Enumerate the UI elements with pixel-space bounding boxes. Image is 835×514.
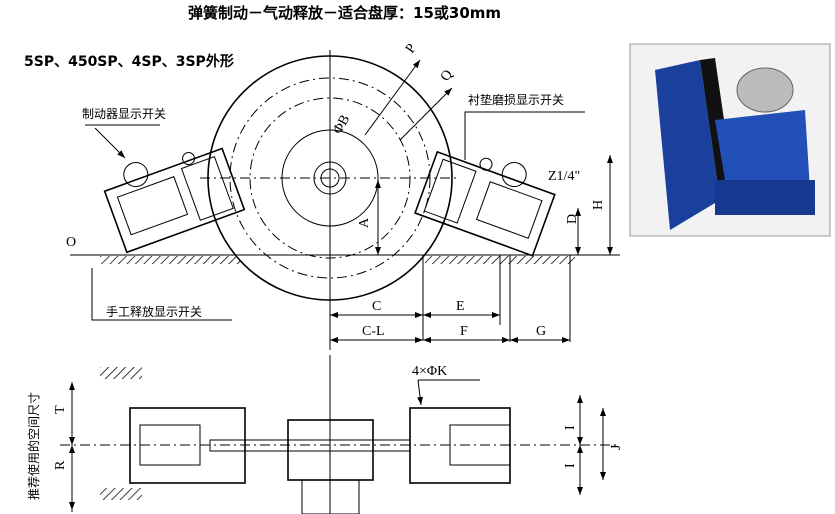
ground-line: [70, 254, 620, 264]
horizontal-dimensions: [330, 255, 571, 343]
dim-R: R: [53, 460, 68, 470]
dim-O: O: [66, 235, 76, 250]
product-photo: [629, 43, 831, 237]
subtitle: 5SP、450SP、4SP、3SP外形: [24, 53, 234, 70]
dim-T: T: [53, 405, 68, 414]
dim-H: H: [591, 200, 606, 210]
dim-phiB: ΦB: [330, 113, 353, 137]
right-caliper: [414, 150, 556, 257]
dim-E: E: [456, 299, 465, 314]
dim-Q: Q: [438, 67, 456, 84]
dim-F: F: [460, 324, 468, 339]
dim-G: G: [536, 324, 546, 339]
left-caliper: [103, 147, 246, 254]
dim-I-upper: I: [563, 425, 578, 430]
dim-Z: Z1/4": [548, 169, 580, 184]
manual-release-switch-label: 手工释放显示开关: [106, 304, 202, 319]
brake-disc: [200, 50, 460, 350]
dim-A: A: [357, 217, 372, 228]
title: 弹簧制动－气动释放－适合盘厚：15或30mm: [188, 4, 501, 22]
plan-view: [60, 355, 620, 514]
brake-indicator-switch-label: 制动器显示开关: [82, 107, 166, 121]
dim-CL: C-L: [362, 324, 385, 339]
dim-K: 4×ΦK: [412, 364, 447, 379]
dim-J: J: [609, 444, 624, 450]
dim-P: P: [403, 41, 420, 56]
recommended-space-label: 推荐使用的空间尺寸: [26, 392, 41, 500]
dim-C: C: [372, 299, 381, 314]
dim-I-lower: I: [563, 463, 578, 468]
pad-wear-switch-label: 衬垫磨损显示开关: [468, 92, 564, 107]
dim-D: D: [565, 214, 580, 224]
